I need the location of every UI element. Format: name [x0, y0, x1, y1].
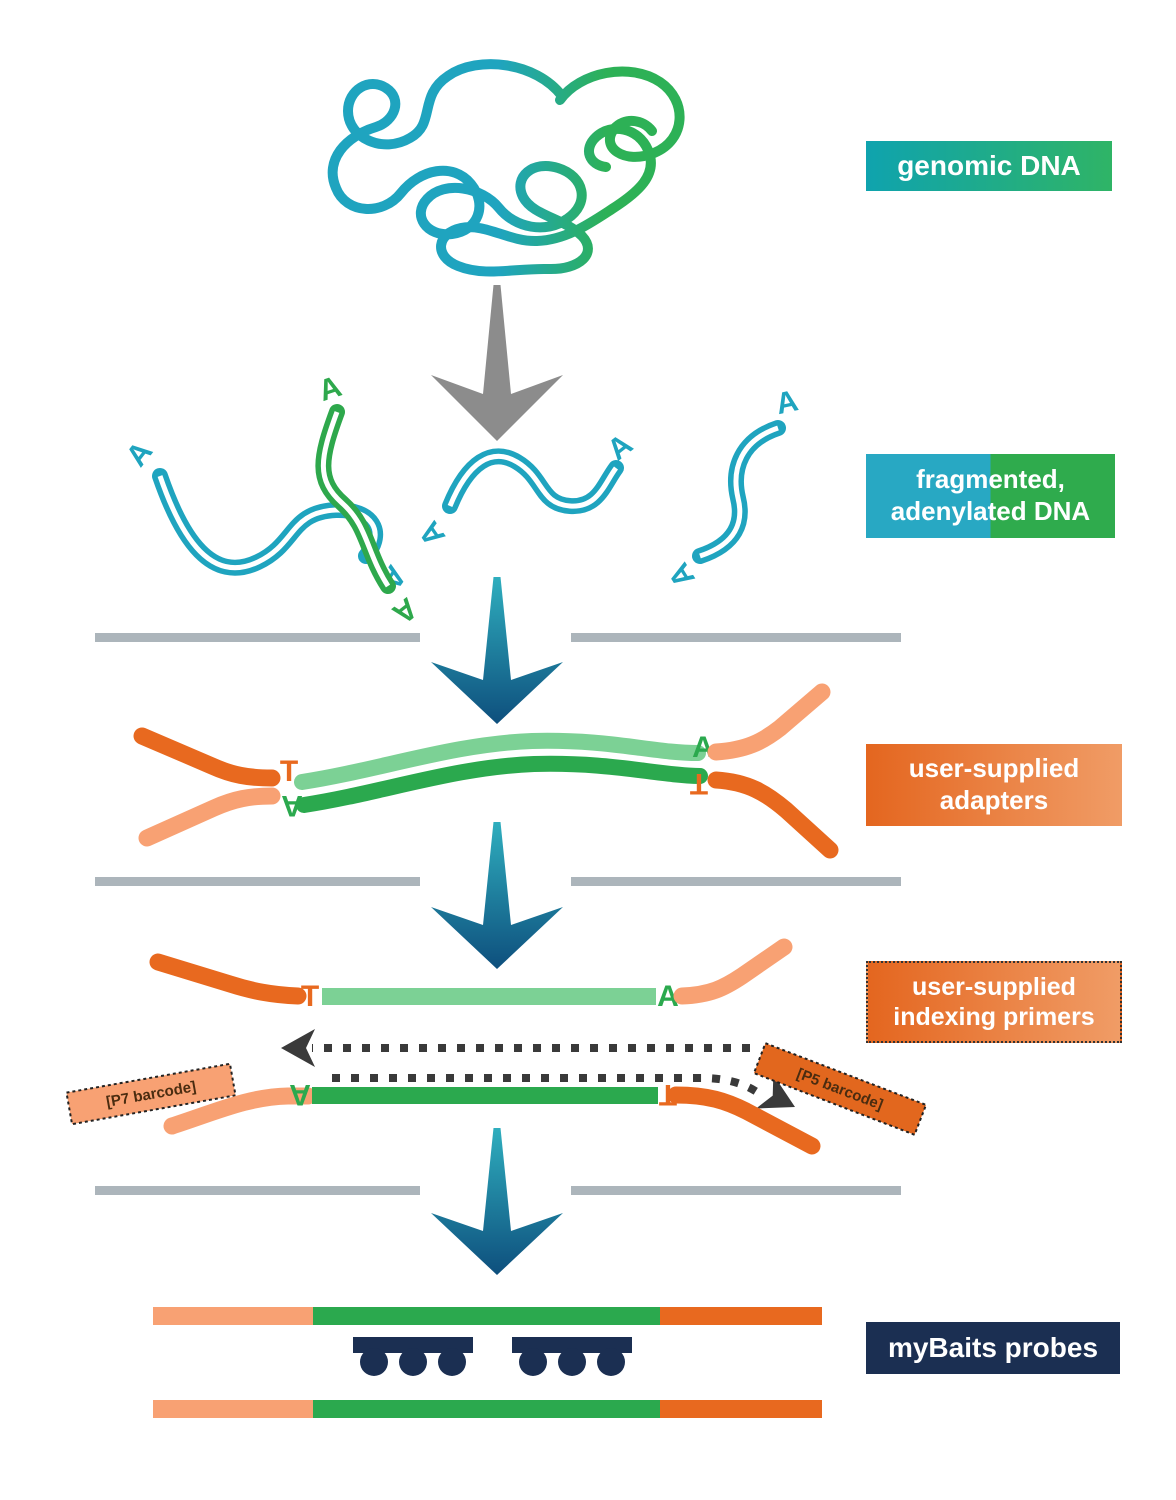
adapter-construct: T A A T	[133, 683, 839, 859]
base-a: A	[281, 789, 303, 822]
top-strand-right-arm-light	[673, 938, 793, 1005]
divider-line	[95, 877, 420, 886]
indexing-label-line1: user-supplied	[912, 972, 1076, 1001]
base-a: A	[657, 980, 679, 1013]
probe-bump	[597, 1348, 625, 1376]
fragment-strand-gap	[320, 411, 391, 588]
left-adapter-arm-dark	[133, 727, 281, 787]
genomic-dna-tangle	[327, 59, 685, 277]
primer-extension-arrowhead-left	[281, 1029, 315, 1067]
p5-barcode-box	[752, 1041, 928, 1137]
dna-fragment-teal-1: A A	[120, 435, 413, 595]
bottom-strand-insert	[312, 1087, 658, 1104]
base-a: A	[120, 435, 159, 472]
top-strand-left-arm-dark	[149, 953, 307, 1005]
indexing-pcr-down-arrow	[431, 822, 563, 969]
left-adapter-arm-light	[138, 787, 281, 847]
base-a: A	[601, 428, 638, 467]
p7-barcode-box	[65, 1062, 237, 1126]
probe-bump	[558, 1348, 586, 1376]
probe-bump	[438, 1348, 466, 1376]
adapters-label-line2: adapters	[939, 785, 1049, 815]
base-a: A	[773, 384, 801, 421]
indexing-label-line2: indexing primers	[893, 1003, 1095, 1031]
primer-extension-arrowhead-right	[756, 1074, 795, 1109]
mybaits-probes-label: myBaits probes	[866, 1322, 1120, 1374]
mybaits-label-text: myBaits probes	[887, 1331, 1099, 1363]
right-adapter-arm-dark	[707, 771, 839, 859]
top-strand-insert	[322, 988, 656, 1005]
fragment-strand-gap	[699, 425, 779, 559]
probe-capture-section	[153, 1307, 822, 1418]
indexing-primers-label: user-supplied indexing primers	[866, 961, 1122, 1043]
insert-strand-bottom	[296, 755, 708, 813]
divider-line	[571, 877, 901, 886]
indexing-primer-section: T A [P5 barcode] [P7 barcode] A T	[65, 938, 928, 1155]
probe-bar	[512, 1337, 632, 1353]
base-a: A	[315, 370, 346, 408]
right-adapter-arm-light	[707, 683, 831, 761]
strand-segment-green	[313, 1400, 660, 1418]
base-t: T	[280, 755, 298, 788]
fragmentation-down-arrow	[431, 285, 563, 441]
dna-tangle-strand	[327, 59, 656, 277]
base-a: A	[412, 515, 451, 552]
base-a: A	[386, 591, 423, 630]
probe-bar	[353, 1337, 473, 1353]
genomic-dna-label: genomic DNA	[866, 141, 1112, 191]
fragment-strand	[315, 404, 396, 594]
fragment-strand-gap	[447, 453, 619, 509]
fragment-strand-gap	[157, 475, 378, 571]
dna-fragment-green: A A	[315, 370, 424, 630]
strand-segment-green	[313, 1307, 660, 1325]
probe-bump	[360, 1348, 388, 1376]
fragmented-dna-label-line2: adenylated DNA	[890, 496, 1091, 526]
probe-bump	[399, 1348, 427, 1376]
bottom-strand-right-arm-dark	[667, 1086, 821, 1155]
genomic-dna-label-text: genomic DNA	[897, 149, 1081, 181]
library-strand-bottom	[153, 1400, 822, 1418]
base-t: T	[690, 767, 708, 800]
strand-segment-dark-orange	[660, 1307, 822, 1325]
strand-segment-dark-orange	[660, 1400, 822, 1418]
strand-segment-light-orange	[153, 1400, 313, 1418]
dna-fragment-teal-3: A A	[662, 384, 801, 593]
library-strand-top	[153, 1307, 822, 1325]
divider-line	[95, 1186, 420, 1195]
bottom-strand-left-arm-light	[163, 1087, 317, 1135]
adapters-label-line1: user-supplied	[908, 753, 1080, 784]
hybridization-down-arrow	[431, 1128, 563, 1275]
probe-bump	[519, 1348, 547, 1376]
divider-line	[571, 633, 901, 642]
fragmented-dna-label: fragmented, adenylated DNA	[866, 454, 1115, 538]
dna-tangle-loop	[555, 66, 685, 162]
base-t: T	[301, 980, 319, 1013]
p7-barcode-primer: [P7 barcode]	[65, 1062, 237, 1126]
mybaits-probe-1	[353, 1337, 473, 1376]
divider-line	[95, 633, 420, 642]
strand-segment-light-orange	[153, 1307, 313, 1325]
adapter-ligation-down-arrow	[431, 577, 563, 724]
user-supplied-adapters-label: user-supplied adapters	[866, 744, 1122, 826]
insert-strand-top	[294, 732, 706, 790]
primer-extension-arrow-right-dots	[332, 1074, 767, 1101]
dna-fragment-teal-2: A A	[412, 428, 638, 552]
fragmented-dna-label-line1: fragmented,	[916, 464, 1065, 495]
divider-line	[571, 1186, 901, 1195]
base-a: A	[289, 1078, 311, 1111]
mybaits-probe-2	[512, 1337, 632, 1376]
